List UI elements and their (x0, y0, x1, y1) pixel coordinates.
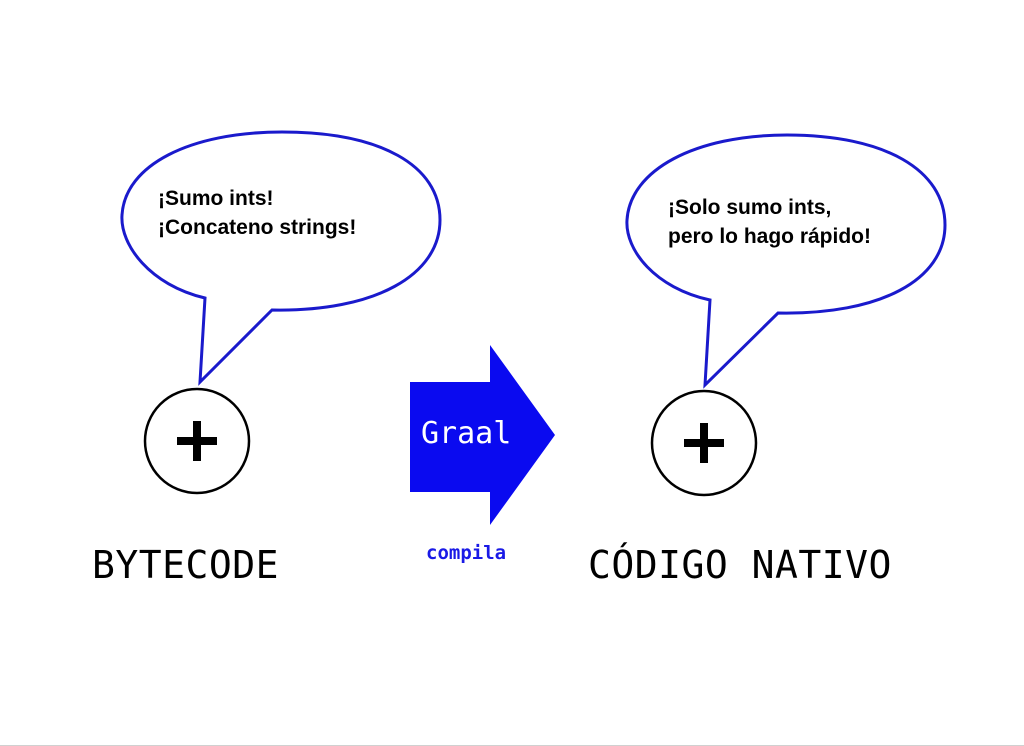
left-speech-bubble (120, 130, 442, 386)
right-plus-icon (684, 423, 724, 463)
bytecode-label: BYTECODE (92, 543, 280, 587)
left-bubble-line-2: ¡Concateno strings! (158, 216, 357, 239)
right-bubble-line-1: ¡Solo sumo ints, (668, 196, 832, 219)
left-bubble-line-1: ¡Sumo ints! (158, 187, 274, 210)
right-bubble-text: ¡Solo sumo ints, pero lo hago rápido! (668, 193, 871, 251)
arrow-label: Graal (421, 416, 512, 451)
arrow-caption: compila (426, 542, 507, 564)
left-bubble-text: ¡Sumo ints! ¡Concateno strings! (158, 184, 356, 242)
left-plus-icon (177, 421, 217, 461)
graal-arrow (410, 345, 555, 525)
right-speech-bubble (625, 133, 947, 389)
native-code-label: CÓDIGO NATIVO (588, 543, 892, 587)
right-bubble-line-2: pero lo hago rápido! (668, 225, 871, 248)
